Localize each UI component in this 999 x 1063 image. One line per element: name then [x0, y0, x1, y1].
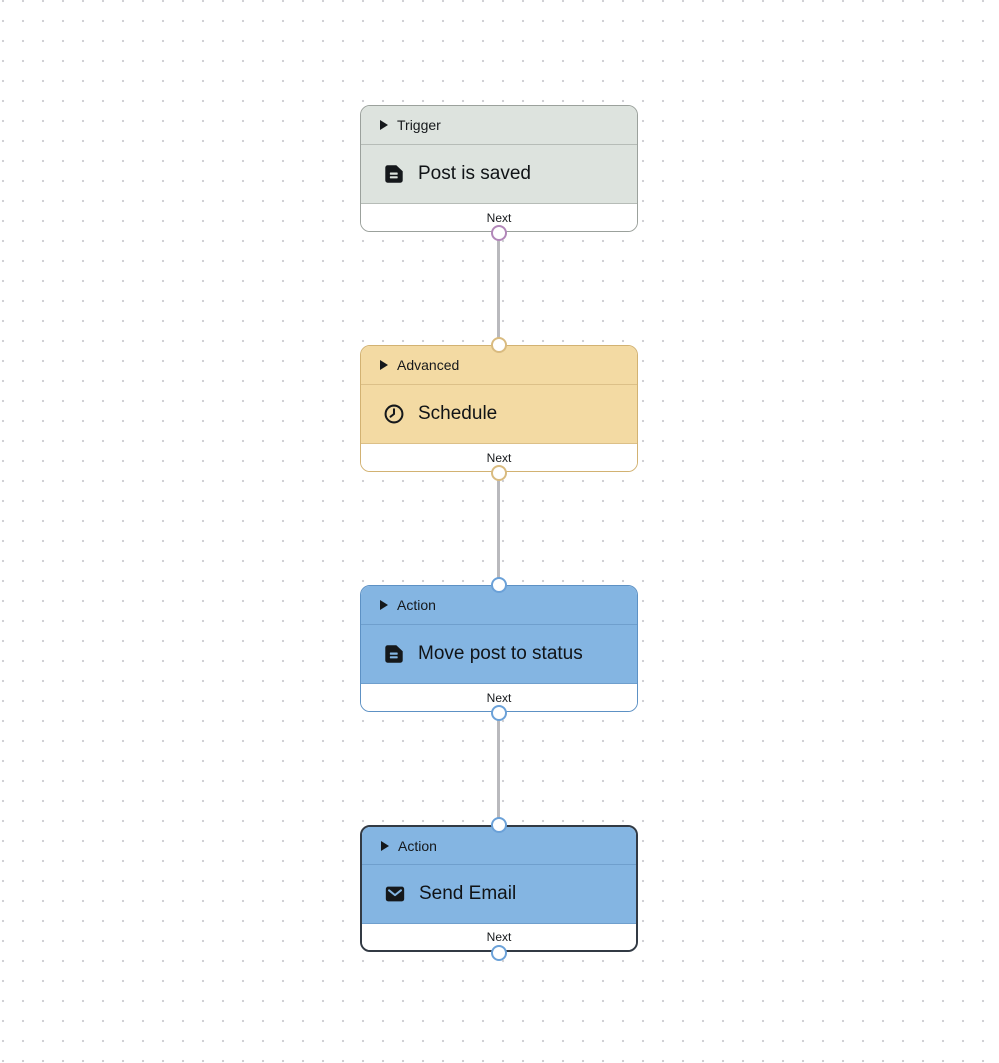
node-category-label: Action: [398, 837, 437, 854]
next-label: Next: [486, 690, 512, 705]
input-port[interactable]: [491, 576, 507, 593]
node-header[interactable]: Action: [361, 586, 637, 625]
node-title: Send Email: [419, 883, 517, 904]
next-label: Next: [486, 450, 512, 465]
node-title: Move post to status: [418, 643, 583, 664]
input-port[interactable]: [491, 336, 507, 353]
node-header[interactable]: Action: [362, 827, 636, 865]
document-icon: [383, 643, 405, 665]
output-port[interactable]: [491, 224, 507, 241]
node-header[interactable]: Advanced: [361, 346, 637, 385]
node-advanced-schedule[interactable]: Advanced Schedule Next: [360, 336, 638, 481]
connection-line[interactable]: [497, 711, 500, 826]
clock-icon: [383, 403, 405, 425]
node-card[interactable]: Trigger Post is saved Next: [360, 105, 638, 232]
input-port[interactable]: [491, 816, 507, 833]
node-card[interactable]: Action Move post to status Next: [360, 585, 638, 712]
node-body[interactable]: Move post to status: [361, 625, 637, 684]
node-trigger-post-is-saved[interactable]: Trigger Post is saved Next: [360, 105, 638, 241]
node-header[interactable]: Trigger: [361, 106, 637, 145]
collapse-triangle-icon[interactable]: [380, 120, 388, 130]
collapse-triangle-icon[interactable]: [381, 840, 389, 851]
node-card[interactable]: Advanced Schedule Next: [360, 345, 638, 472]
collapse-triangle-icon[interactable]: [380, 600, 388, 610]
node-card[interactable]: Action Send Email Next: [360, 825, 638, 952]
node-title: Post is saved: [418, 163, 531, 184]
node-body[interactable]: Send Email: [362, 865, 636, 924]
node-title: Schedule: [418, 403, 498, 424]
next-label: Next: [486, 930, 512, 944]
output-port[interactable]: [491, 464, 507, 481]
document-icon: [383, 163, 405, 185]
node-action-move-post-to-status[interactable]: Action Move post to status Next: [360, 576, 638, 721]
next-label: Next: [486, 210, 512, 225]
node-category-label: Advanced: [397, 357, 460, 373]
node-body[interactable]: Post is saved: [361, 145, 637, 204]
collapse-triangle-icon[interactable]: [380, 360, 388, 370]
output-port[interactable]: [491, 704, 507, 721]
node-category-label: Action: [397, 597, 436, 613]
node-body[interactable]: Schedule: [361, 385, 637, 444]
connection-line[interactable]: [497, 231, 500, 346]
output-port[interactable]: [491, 944, 507, 961]
node-action-send-email[interactable]: Action Send Email Next: [360, 816, 638, 961]
node-category-label: Trigger: [397, 117, 441, 133]
mail-icon: [384, 883, 406, 905]
connection-line[interactable]: [497, 471, 500, 586]
